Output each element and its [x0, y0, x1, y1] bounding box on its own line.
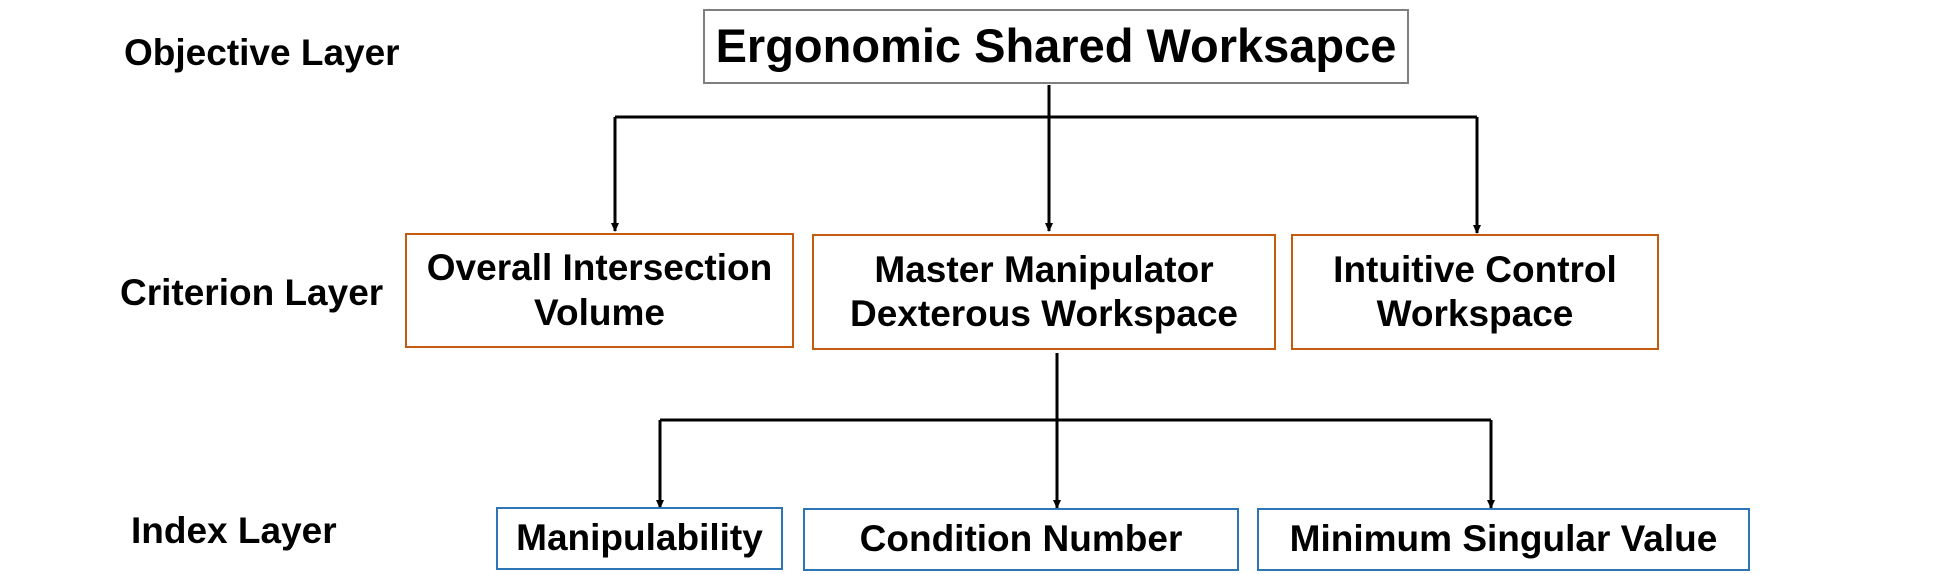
criterion-2-line1: Master Manipulator — [874, 248, 1214, 290]
criterion-box-2: Master Manipulator Dexterous Workspace — [812, 234, 1276, 350]
index-layer-label: Index Layer — [131, 510, 337, 551]
index-2-label: Condition Number — [859, 518, 1183, 560]
objective-box: Ergonomic Shared Worksapce — [703, 9, 1409, 84]
criterion-3-line1: Intuitive Control — [1333, 248, 1617, 290]
criterion-1-line1: Overall Intersection — [426, 247, 773, 289]
criterion-layer-label: Criterion Layer — [120, 272, 384, 313]
criterion-box-3: Intuitive Control Workspace — [1291, 234, 1659, 350]
criterion-1-line2: Volume — [534, 291, 665, 333]
index-box-2: Condition Number — [803, 508, 1239, 571]
objective-title: Ergonomic Shared Worksapce — [715, 19, 1397, 73]
index-box-1: Manipulability — [496, 507, 783, 570]
criterion-3-line2: Workspace — [1376, 293, 1574, 334]
index-3-label: Minimum Singular Value — [1289, 518, 1718, 560]
index-box-3: Minimum Singular Value — [1257, 508, 1750, 571]
index-1-label: Manipulability — [516, 517, 763, 559]
criterion-2-line2: Dexterous Workspace — [850, 293, 1238, 334]
criterion-box-1: Overall Intersection Volume — [405, 233, 794, 348]
objective-layer-label: Objective Layer — [124, 32, 400, 73]
